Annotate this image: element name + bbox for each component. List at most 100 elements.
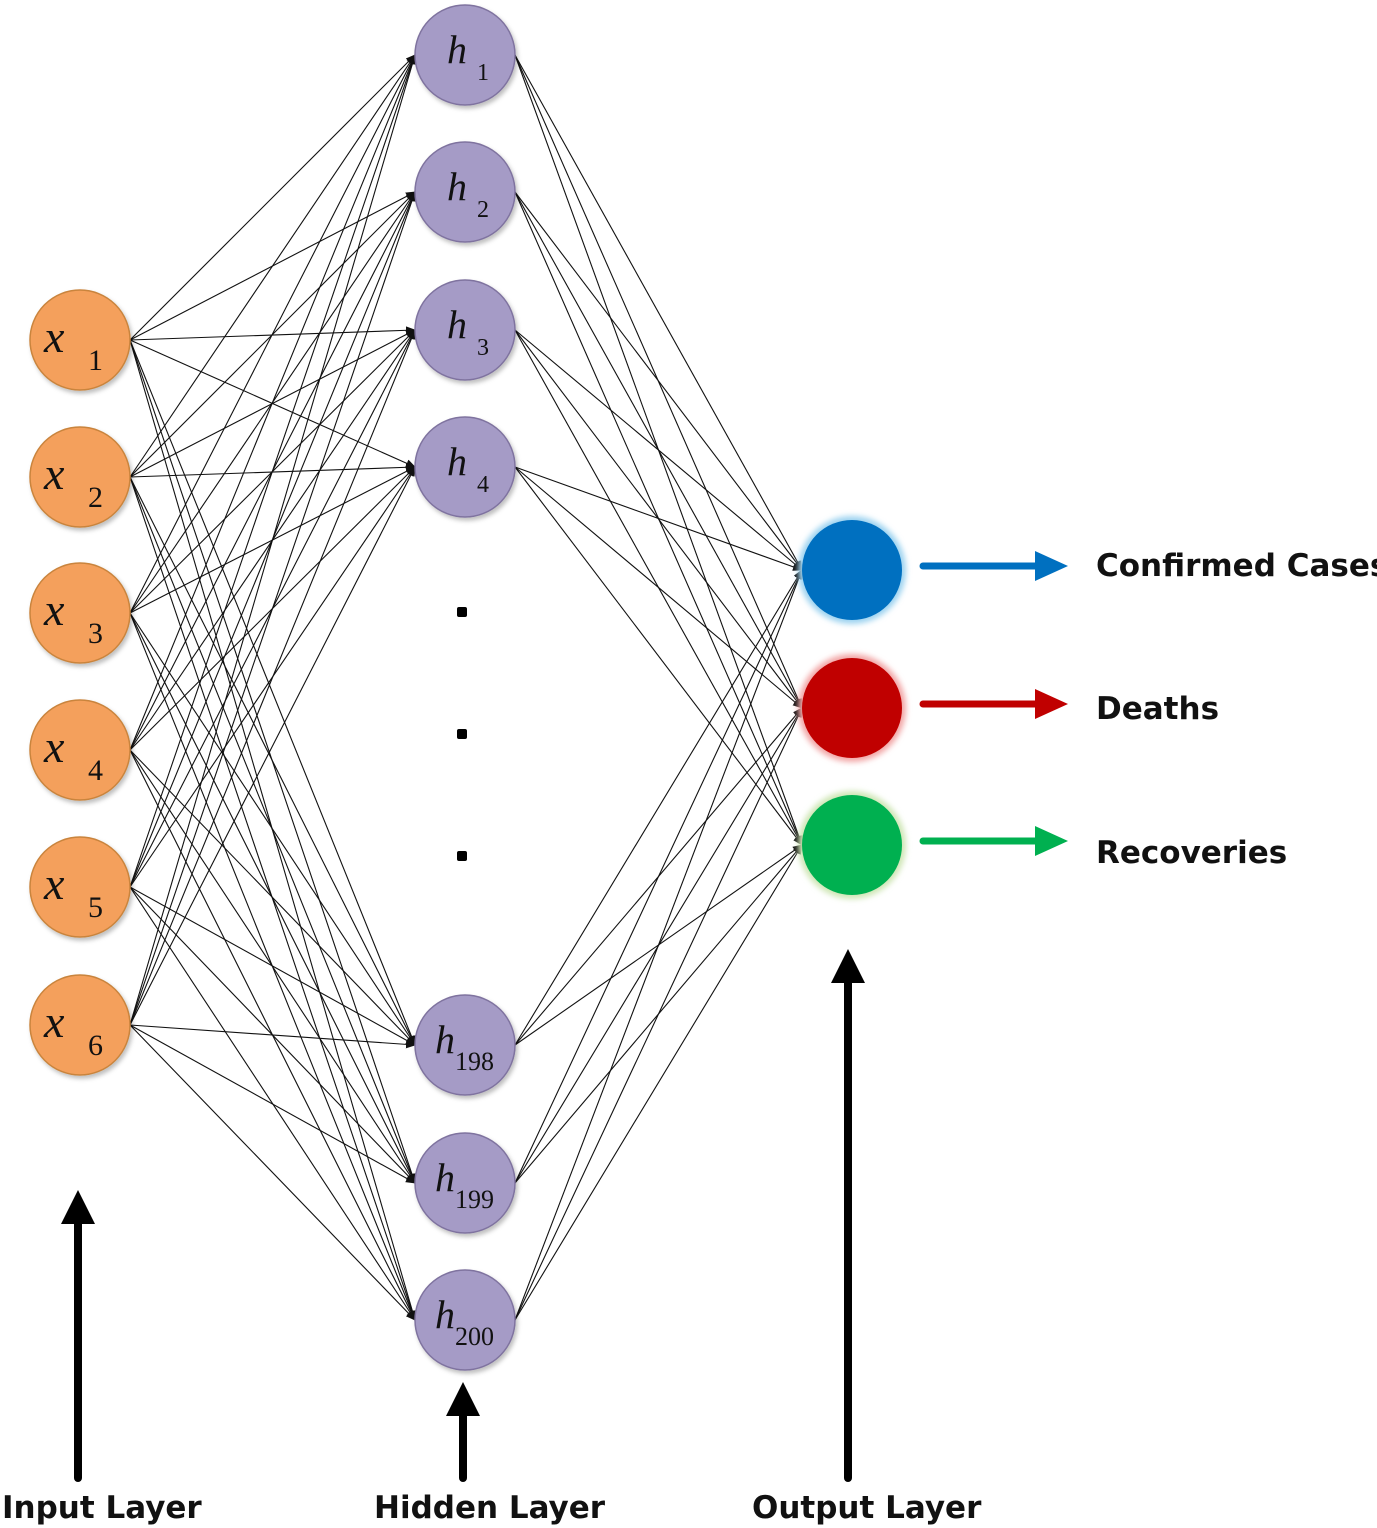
input-node-symbol: x [43, 448, 65, 499]
connection-h200-out2 [514, 707, 803, 1321]
input-node-symbol: x [43, 311, 65, 362]
arrow-head [1035, 689, 1068, 719]
connection-x3-h198 [129, 612, 416, 1046]
hidden-node-h4: h4 [414, 416, 516, 518]
ellipsis-dot [457, 729, 467, 739]
hidden-node-symbol: h [447, 27, 467, 72]
hidden-node-h1: h1 [414, 4, 516, 106]
connection-x6-h4 [129, 466, 416, 1026]
output-node-circle [802, 795, 902, 895]
connection-x1-h198 [129, 339, 416, 1046]
input-node-symbol: x [43, 996, 65, 1047]
connection-h1-out1 [514, 54, 803, 571]
output-layer-pointer-arrow [831, 949, 865, 1482]
input-node-symbol: x [43, 858, 65, 909]
output-arrow-3 [919, 826, 1068, 856]
connection-x6-h1 [129, 54, 417, 1026]
connection-x6-h2 [129, 191, 416, 1026]
output-node-circle [802, 520, 902, 620]
connection-x4-h198 [129, 749, 416, 1046]
connection-x2-h198 [129, 476, 416, 1046]
connection-h200-out1 [514, 569, 803, 1321]
arrow-head [1035, 551, 1068, 581]
hidden-node-index: 3 [477, 335, 489, 361]
hidden-node-index: 2 [477, 197, 489, 223]
connection-x3-h1 [129, 54, 416, 614]
output-arrow-1 [919, 551, 1068, 581]
hidden-node-symbol: h [447, 302, 467, 347]
hidden-node-circle [414, 1132, 516, 1234]
input-node-index: 3 [88, 617, 103, 650]
hidden-node-h2: h2 [414, 141, 516, 243]
hidden-node-index: 4 [477, 472, 489, 498]
hidden-node-symbol: h [447, 439, 467, 484]
hidden-node-symbol: h [435, 1155, 455, 1200]
input-node-index: 6 [88, 1029, 103, 1062]
connection-x5-h1 [129, 54, 416, 888]
hidden-node-circle [414, 1269, 516, 1371]
output-layer-label: Output Layer [752, 1490, 982, 1526]
connection-h199-out1 [514, 569, 803, 1184]
connection-h4-out1 [514, 466, 803, 571]
connection-x2-h199 [129, 476, 416, 1184]
input-node-circle [29, 289, 131, 391]
connection-h4-out2 [514, 466, 803, 709]
arrow-head [1035, 826, 1068, 856]
connection-x5-h198 [129, 886, 416, 1046]
output-node-circle [802, 658, 902, 758]
hidden-node-symbol: h [435, 1292, 455, 1337]
input-node-circle [29, 836, 131, 938]
input-node-circle [29, 974, 131, 1076]
hidden-node-circle [414, 416, 516, 518]
hidden-node-symbol: h [447, 164, 467, 209]
input-node-index: 2 [88, 481, 103, 514]
input-node-circle [29, 426, 131, 528]
output-node-3 [798, 791, 906, 899]
hidden-layer-label: Hidden Layer [374, 1490, 606, 1526]
hidden-node-index: 198 [455, 1047, 494, 1076]
hidden-node-circle [414, 994, 516, 1096]
output-label-confirmed-cases: Confirmed Cases [1096, 548, 1377, 584]
input-layer-pointer-arrow [61, 1190, 95, 1482]
hidden-node-circle [414, 141, 516, 243]
connection-x1-h1 [129, 54, 416, 341]
output-layer-nodes [798, 516, 906, 899]
connection-x4-h1 [129, 54, 416, 751]
connection-h198-out1 [514, 569, 803, 1046]
input-node-index: 5 [88, 891, 103, 924]
input-node-index: 4 [88, 754, 103, 787]
hidden-layer-ellipsis [457, 607, 467, 861]
connection-h4-out3 [514, 466, 803, 846]
output-node-2 [798, 654, 906, 762]
input-node-symbol: x [43, 721, 65, 772]
hidden-node-index: 1 [477, 60, 489, 86]
output-arrows [919, 551, 1068, 856]
connection-x6-h3 [129, 329, 416, 1026]
connection-h2-out1 [514, 191, 803, 571]
ellipsis-dot [457, 607, 467, 617]
connection-h200-out3 [514, 844, 803, 1321]
hidden-layer-pointer-arrow [446, 1382, 480, 1482]
output-label-recoveries: Recoveries [1096, 835, 1287, 871]
ellipsis-dot [457, 851, 467, 861]
input-node-symbol: x [43, 584, 65, 635]
input-node-circle [29, 562, 131, 664]
hidden-node-index: 200 [455, 1322, 494, 1351]
hidden-node-circle [414, 4, 516, 106]
output-node-1 [798, 516, 906, 624]
input-to-hidden-connections [129, 54, 417, 1321]
connection-x6-h198 [129, 1024, 416, 1049]
hidden-node-h3: h3 [414, 279, 516, 381]
connection-x2-h1 [129, 54, 416, 478]
